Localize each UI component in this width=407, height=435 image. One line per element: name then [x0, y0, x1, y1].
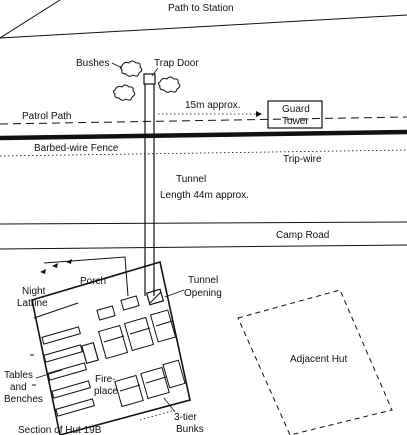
bunk-divider — [129, 327, 151, 335]
adjacent-hut-outline — [237, 289, 393, 435]
table — [43, 344, 83, 363]
bush-shape — [158, 76, 181, 93]
bunk-divider — [155, 320, 173, 327]
barbed-wire-fence: Barbed-wire Fence — [0, 129, 407, 154]
tables-and-benches — [30, 326, 95, 417]
hut-19b: Porch Night Latrine Tunnel Opening — [4, 256, 222, 435]
porch-label: Porch — [80, 276, 106, 287]
section-label: Section of Hut 19B — [18, 425, 102, 435]
bush-shape — [113, 84, 136, 101]
latrine-wall — [33, 302, 79, 319]
bench — [55, 398, 95, 417]
patrol-path: Patrol Path — [0, 111, 407, 125]
hut-outline — [31, 260, 191, 435]
bunk-block — [97, 324, 129, 360]
trap-door-box — [143, 73, 156, 85]
path-to-station: Path to Station — [0, 0, 407, 39]
path-to-station-label: Path to Station — [168, 3, 234, 14]
distance-label: 15m approx. — [185, 100, 241, 111]
distance-arrowhead — [256, 111, 262, 117]
bunk-divider — [103, 335, 125, 343]
guard-tower-label-line1: Guard — [282, 104, 310, 115]
trap-door-label: Trap Door — [154, 58, 199, 69]
fence-label: Barbed-wire Fence — [34, 143, 119, 154]
tunnel-opening-label-line2: Opening — [184, 288, 222, 299]
bench — [41, 326, 81, 345]
trip-wire-label: Trip-wire — [283, 154, 322, 165]
patrol-path-line — [0, 116, 407, 125]
tunnel-opening-leader — [164, 289, 185, 298]
camp-road-label: Camp Road — [276, 230, 329, 241]
camp-road-edge-bottom — [0, 244, 407, 250]
tunnel-label: Tunnel — [176, 174, 206, 185]
bushes: Bushes — [76, 58, 181, 101]
bunk — [120, 295, 140, 311]
tables-label-line1: Tables — [4, 370, 33, 381]
guard-tower: Guard Tower 15m approx. — [158, 100, 323, 129]
trap-door-leader — [151, 67, 159, 77]
bushes-label: Bushes — [76, 58, 109, 69]
adjacent-hut-label: Adjacent Hut — [290, 354, 347, 365]
guard-tower-box — [267, 100, 323, 129]
porch-step-marks — [40, 259, 72, 274]
bunk-block — [140, 366, 170, 400]
tables-label-line2: and — [10, 382, 27, 393]
guard-tower-label-line2: Tower — [282, 116, 309, 127]
tables-leader — [35, 369, 63, 379]
trip-wire: Trip-wire — [0, 149, 407, 165]
bunks-upper — [96, 295, 177, 360]
bunk-block — [162, 359, 186, 389]
table — [51, 380, 91, 399]
fireplace-label-line2: place — [94, 386, 118, 397]
trap-door: Trap Door — [143, 58, 199, 85]
tables-label-line3: Benches — [4, 394, 43, 405]
bunk-block — [149, 309, 177, 343]
tunnel-length-label: Length 44m approx. — [160, 190, 249, 201]
fireplace-label-line1: Fire- — [95, 374, 116, 385]
bunk-divider — [145, 376, 167, 384]
bush-shape — [120, 60, 143, 77]
path-edge-left — [0, 0, 61, 39]
bunk-block — [114, 374, 144, 408]
bunk-divider — [119, 384, 141, 392]
bunks-label-line1: 3-tier — [174, 412, 197, 423]
tunnel: Tunnel Length 44m approx. — [144, 84, 249, 296]
night-latrine-label-line1: Night — [22, 286, 46, 297]
camp-road: Camp Road — [0, 221, 407, 250]
bench — [47, 362, 87, 381]
tunnel-opening-box — [145, 288, 165, 306]
bunk — [96, 305, 116, 321]
tunnel-opening-label-line1: Tunnel — [188, 275, 218, 286]
night-latrine-label-line2: Latrine — [17, 298, 48, 309]
patrol-path-label: Patrol Path — [22, 111, 71, 122]
tunnel-opening-cross — [149, 291, 162, 304]
fireplace-box — [81, 341, 99, 365]
bunks-label-line2: Bunks — [176, 424, 204, 435]
bunk-block — [123, 316, 155, 352]
path-edge-bottom — [0, 14, 407, 39]
bunks-leader — [163, 397, 176, 413]
adjacent-hut: Adjacent Hut — [237, 289, 393, 435]
bushes-leader — [111, 62, 123, 69]
camp-road-edge-top — [0, 221, 407, 225]
fence-line — [0, 129, 407, 141]
bunks-lower — [114, 359, 186, 408]
